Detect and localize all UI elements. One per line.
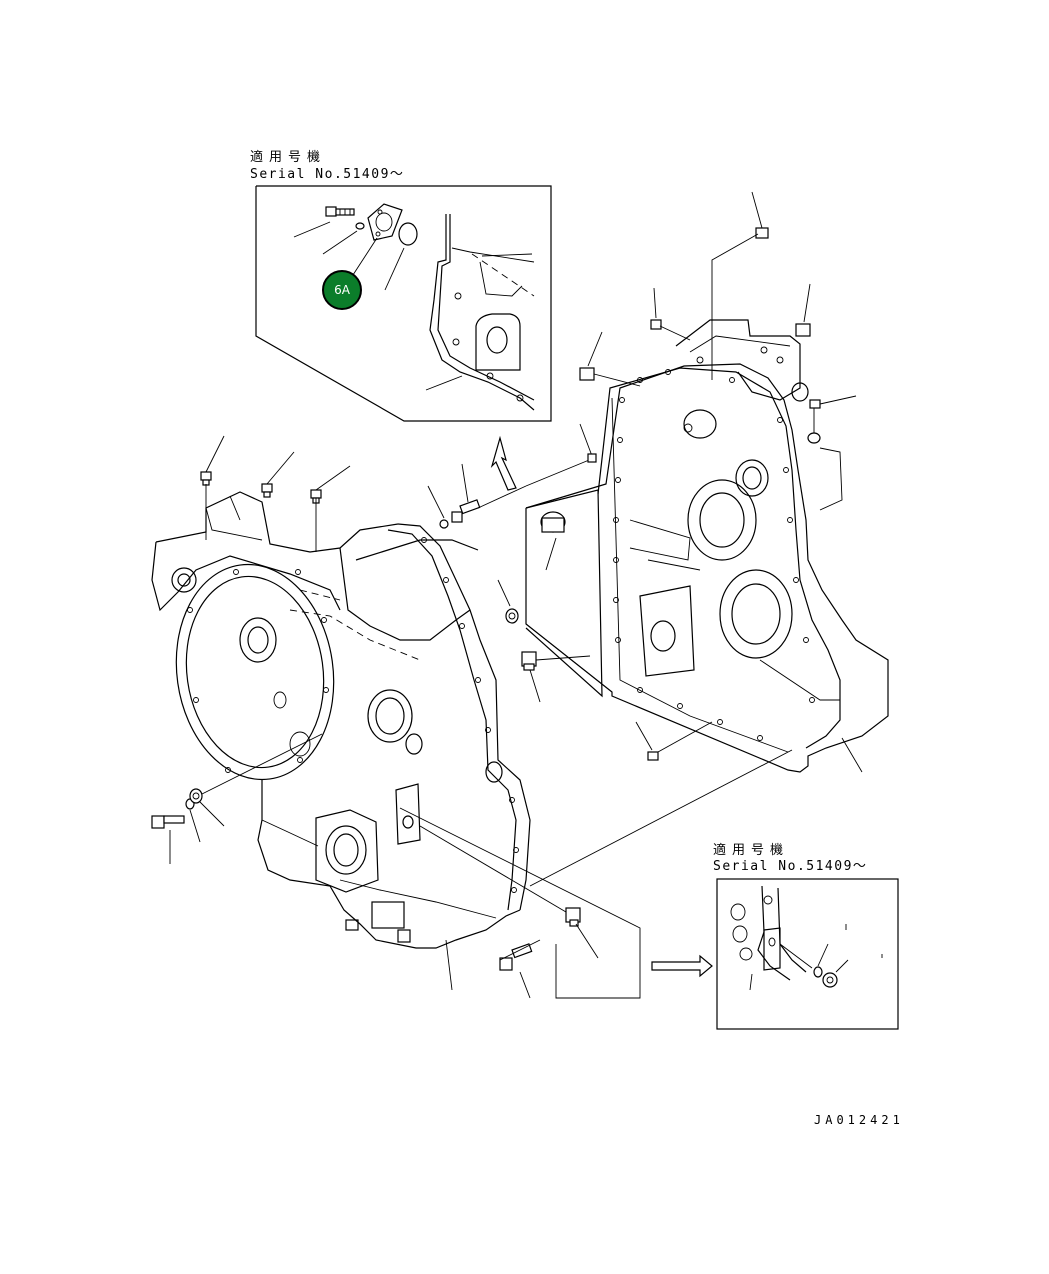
front-cover	[525, 319, 889, 773]
bottom-bolt	[499, 943, 533, 971]
inset-housing	[425, 214, 535, 411]
cover-plug-6	[647, 751, 659, 761]
inset-bolt	[325, 206, 355, 217]
bottom-inset-frame	[716, 878, 899, 1030]
left-bolt	[151, 815, 185, 829]
top-inset-serial-label: Serial No.51409～	[250, 167, 405, 182]
case-flange-holes	[187, 537, 519, 893]
inset-o-ring	[398, 222, 418, 246]
bottom-inset-applicable-label: 適用号機	[713, 843, 790, 858]
nut	[505, 608, 519, 624]
cover-plug-1	[579, 367, 595, 381]
transmission-case	[151, 491, 531, 949]
bottom-inset-serial-label: Serial No.51409～	[713, 859, 868, 874]
plug-bottom	[565, 907, 581, 927]
plug-2	[261, 483, 273, 498]
plug-1	[200, 471, 212, 486]
loose-parts	[151, 191, 863, 999]
arrow-to-bottom-inset	[651, 954, 713, 978]
cover-plug-4	[755, 227, 769, 239]
front-cover-holes	[613, 369, 815, 741]
top-inset-frame	[255, 185, 552, 422]
cover-plug-3	[795, 323, 811, 337]
inset-washer	[355, 222, 365, 230]
cover-plug-5	[809, 399, 821, 409]
callout-badge-6a[interactable]: 6A	[322, 270, 362, 310]
top-inset-applicable-label: 適用号機	[250, 150, 327, 165]
plug-side	[521, 651, 537, 671]
cover-plug-2	[650, 319, 662, 330]
inset-flange-plate	[367, 203, 403, 241]
arrow-to-top-inset	[490, 435, 517, 491]
drawing-number: JA012421	[814, 1113, 904, 1127]
cover-gasket	[525, 489, 603, 698]
